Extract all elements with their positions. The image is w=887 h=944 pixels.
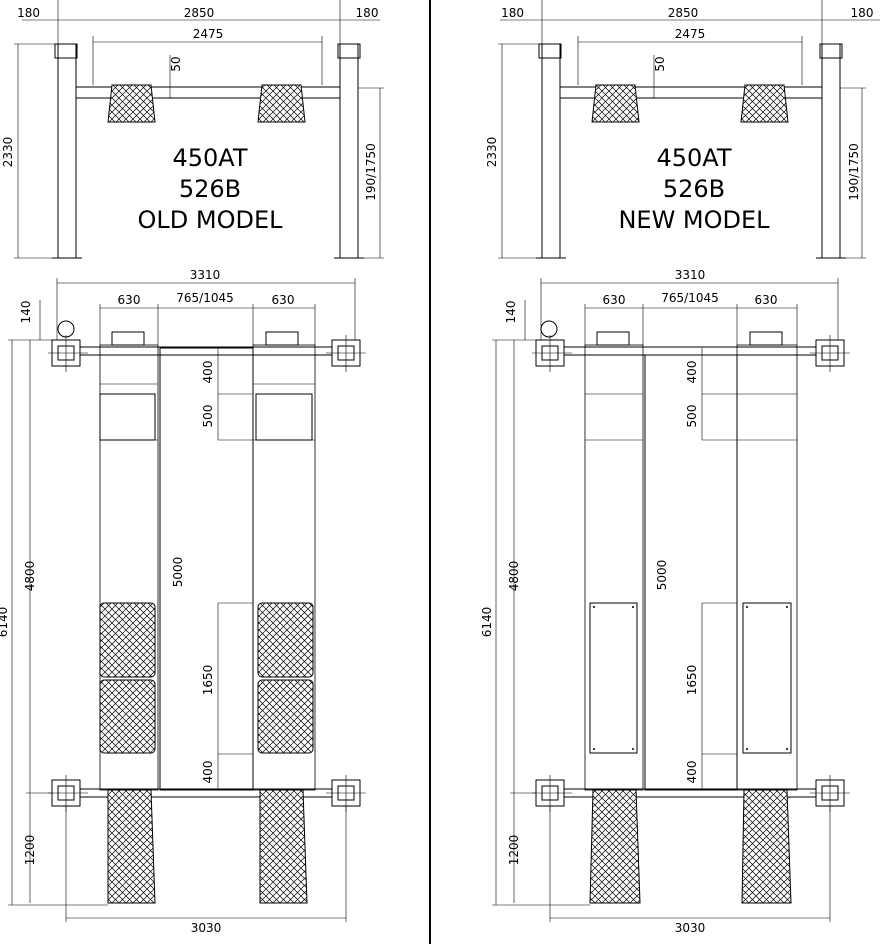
dim-ramp-length: 1200 xyxy=(507,835,521,866)
model-label: OLD MODEL xyxy=(138,206,284,234)
crossbeam-top xyxy=(79,346,333,356)
ramp-left xyxy=(107,789,156,904)
post-right xyxy=(339,43,359,259)
power-unit-icon xyxy=(540,320,558,338)
dim-overall-width: 2850 xyxy=(184,6,215,20)
dim-height: 2330 xyxy=(485,137,499,168)
slip-plate xyxy=(742,602,792,754)
runway-left xyxy=(584,344,644,791)
dim-side-left: 180 xyxy=(17,6,40,20)
runway-pad-right xyxy=(257,84,306,123)
dim-runway-width-right: 630 xyxy=(755,293,778,307)
dim-top-400: 400 xyxy=(685,361,699,384)
dim-side-left: 180 xyxy=(501,6,524,20)
dim-1650: 1650 xyxy=(201,665,215,696)
dim-bottom-400: 400 xyxy=(685,761,699,784)
turntable-pad xyxy=(257,679,314,754)
dim-lift-range: 190/1750 xyxy=(847,143,861,201)
dim-top-offset: 140 xyxy=(504,301,518,324)
crossbeam-top xyxy=(563,346,817,356)
ramp-right xyxy=(741,789,792,904)
dim-runway-gap: 765/1045 xyxy=(661,291,719,305)
dim-bottom-400: 400 xyxy=(201,761,215,784)
panel-new-model: 180 2850 180 2475 50 2330 xyxy=(480,0,880,935)
dim-height: 2330 xyxy=(1,137,15,168)
ramp-right xyxy=(259,789,308,904)
ramp-left xyxy=(589,789,641,904)
model-label: NEW MODEL xyxy=(618,206,770,234)
turntable-pad xyxy=(257,602,314,678)
dim-inner-width: 2475 xyxy=(193,27,224,41)
dim-side-right: 180 xyxy=(851,6,874,20)
dim-runway-width-right: 630 xyxy=(272,293,295,307)
model-code: 526B xyxy=(179,175,241,203)
dim-1650: 1650 xyxy=(685,665,699,696)
dim-runway-width-left: 630 xyxy=(603,293,626,307)
dim-plan-length: 3310 xyxy=(675,268,706,282)
dim-top-offset: 140 xyxy=(19,301,33,324)
slip-plate xyxy=(589,602,638,754)
runway-pad-left xyxy=(591,84,640,123)
dim-runway-width-left: 630 xyxy=(118,293,141,307)
dim-post-length: 4800 xyxy=(23,561,37,592)
crossbeam xyxy=(559,86,823,99)
runway-pad-right xyxy=(740,84,789,123)
plan-view-new: 3310 630 765/1045 630 140 xyxy=(480,268,850,935)
runway-right xyxy=(736,344,798,791)
model-code: 526B xyxy=(663,175,725,203)
dim-side-right: 180 xyxy=(356,6,379,20)
power-unit-icon xyxy=(57,320,75,338)
post-left xyxy=(541,43,561,259)
dim-top-400: 400 xyxy=(201,361,215,384)
plan-view-old: 3310 630 765/1045 630 140 xyxy=(0,268,366,935)
dim-overall-length: 6140 xyxy=(480,607,494,638)
dim-base-width: 3030 xyxy=(191,921,222,935)
crossbeam xyxy=(75,86,341,99)
model-number: 450AT xyxy=(172,144,247,172)
dim-500: 500 xyxy=(201,405,215,428)
post-right xyxy=(821,43,841,259)
dim-pad-drop: 50 xyxy=(653,56,667,71)
post-left xyxy=(57,43,77,259)
dim-inner-width: 2475 xyxy=(675,27,706,41)
dim-overall-length: 6140 xyxy=(0,607,10,638)
dim-pad-drop: 50 xyxy=(169,56,183,71)
turntable-pad xyxy=(99,679,156,754)
dim-500: 500 xyxy=(685,405,699,428)
panel-old-model: 180 2850 180 2475 50 2330 xyxy=(0,0,384,935)
front-elevation-old: 180 2850 180 2475 50 2330 xyxy=(1,0,384,259)
model-number: 450AT xyxy=(656,144,731,172)
dim-overall-width: 2850 xyxy=(668,6,699,20)
dim-runway-length: 5000 xyxy=(171,557,185,588)
dim-runway-length: 5000 xyxy=(655,560,669,591)
runway-pad-left xyxy=(107,84,156,123)
dim-base-width: 3030 xyxy=(675,921,706,935)
dim-plan-length: 3310 xyxy=(190,268,221,282)
front-elevation-new: 180 2850 180 2475 50 2330 xyxy=(485,0,880,259)
dim-ramp-length: 1200 xyxy=(23,835,37,866)
dim-post-length: 4800 xyxy=(507,561,521,592)
dim-runway-gap: 765/1045 xyxy=(176,291,234,305)
turntable-pad xyxy=(99,602,156,678)
dim-lift-range: 190/1750 xyxy=(364,143,378,201)
